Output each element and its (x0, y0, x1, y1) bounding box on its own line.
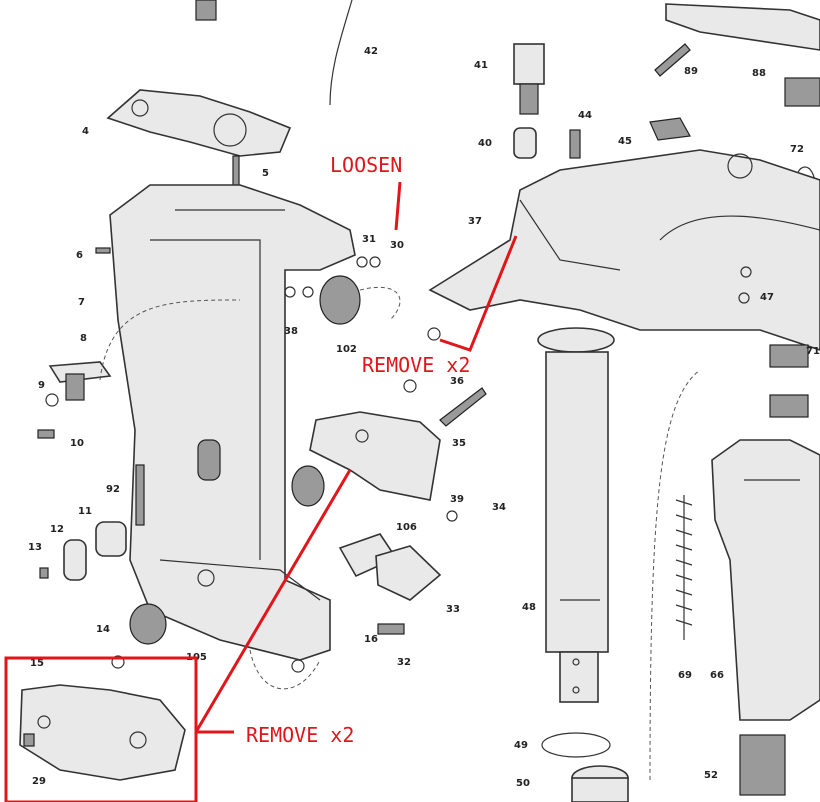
part-number-label: 6 (76, 250, 83, 261)
part-number-label: 69 (678, 670, 692, 681)
part-number-label: 33 (446, 604, 460, 615)
part-number-label: 38 (284, 326, 298, 337)
part-number-label: 36 (450, 376, 464, 387)
remove-upper-annotation: REMOVE x2 (362, 353, 470, 377)
loosen-pointer (394, 181, 402, 231)
part-number-label: 5 (262, 168, 269, 179)
part-number-label: 71 (806, 346, 820, 357)
part-number-label: 49 (514, 740, 528, 751)
bracket-part (309, 411, 441, 501)
cover-plate-part (19, 684, 186, 781)
part-number-label: 16 (364, 634, 378, 645)
part-number-label: 31 (362, 234, 376, 245)
part-number-label: 40 (478, 138, 492, 149)
remove-lower-pointer (194, 469, 352, 734)
part-number-label: 12 (50, 524, 64, 535)
part-number-label: 4 (82, 126, 89, 137)
remove-upper-pointer (439, 235, 518, 352)
part-number-label: 15 (30, 658, 44, 669)
part-number-label: 11 (78, 506, 92, 517)
part-number-label: 30 (390, 240, 404, 251)
part-number-label: 47 (760, 292, 774, 303)
part-number-label: 48 (522, 602, 536, 613)
part-number-label: 34 (492, 502, 506, 513)
part-number-label: 92 (106, 484, 120, 495)
part-number-label: 50 (516, 778, 530, 789)
swivel-bracket (428, 149, 820, 351)
part-number-label: 29 (32, 776, 46, 787)
part-number-label: 106 (396, 522, 417, 533)
part-number-label: 13 (28, 542, 42, 553)
part-number-label: 88 (752, 68, 766, 79)
stud-part (232, 155, 240, 189)
remove-lower-annotation: REMOVE x2 (246, 723, 354, 747)
loosen-annotation: LOOSEN (330, 153, 402, 177)
part-number-label: 102 (336, 344, 357, 355)
part-number-label: 8 (80, 333, 87, 344)
part-number-label: 72 (790, 144, 804, 155)
steering-tube (545, 351, 609, 653)
part-number-label: 42 (364, 46, 378, 57)
part-number-label: 9 (38, 380, 45, 391)
part-number-label: 89 (684, 66, 698, 77)
part-number-label: 35 (452, 438, 466, 449)
part-number-label: 14 (96, 624, 110, 635)
part-number-label: 10 (70, 438, 84, 449)
part-number-label: 44 (578, 110, 592, 121)
part-number-label: 52 (704, 770, 718, 781)
part-number-label: 7 (78, 297, 85, 308)
part-number-label: 41 (474, 60, 488, 71)
part-number-label: 66 (710, 670, 724, 681)
part-number-label: 45 (618, 136, 632, 147)
gasket-part (106, 89, 292, 157)
part-number-label: 32 (397, 657, 411, 668)
part-number-label: 37 (468, 216, 482, 227)
part-number-label: 39 (450, 494, 464, 505)
bolt-part (95, 247, 111, 254)
